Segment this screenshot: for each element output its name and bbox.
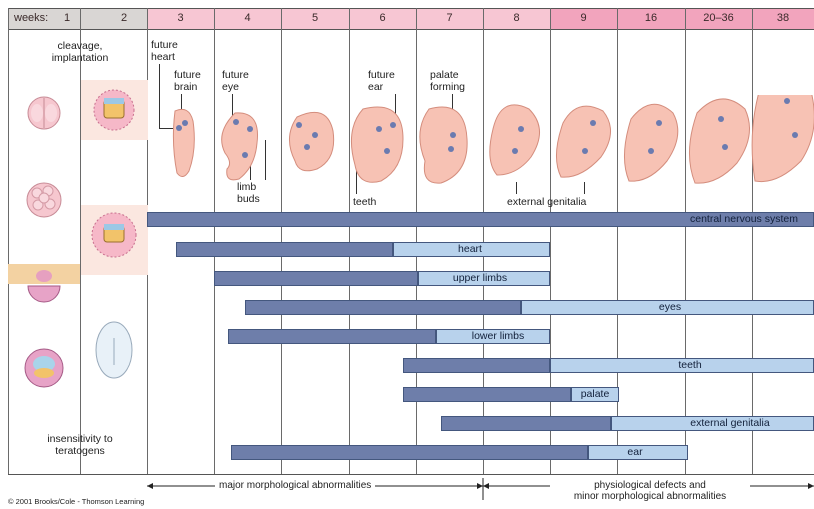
future-eye-label: future eye [222, 69, 249, 93]
minor-arrow-head-right [808, 483, 814, 489]
bar-label-ear: ear [610, 445, 660, 460]
minor-arrow-head-left [483, 483, 489, 489]
bar-label-upper-limbs: upper limbs [440, 271, 520, 286]
bar-label-heart: heart [440, 242, 500, 257]
fetus-week-38-icon [752, 95, 814, 182]
bar-teeth-sensitive [403, 358, 550, 373]
header-cell-week-3: 3 [147, 8, 214, 29]
header-cell-week-8: 8 [483, 8, 550, 29]
header-cell-weeks-1-2: weeks: 1 2 [8, 8, 147, 29]
grid-line [416, 8, 417, 474]
insensitivity-to-teratogens-label: insensitivity to teratogens [10, 433, 150, 457]
bar-eyes-sensitive [245, 300, 521, 315]
future-heart-label: future heart [151, 39, 178, 63]
grid-line [685, 8, 686, 474]
cleavage-implantation-label: cleavage, implantation [20, 40, 140, 64]
grid-line [550, 8, 551, 474]
blastocyst-icon [8, 264, 80, 302]
bar-palate-sensitive [403, 387, 571, 402]
two-cell-stage-icon [28, 97, 60, 129]
bar-label-lower-limbs: lower limbs [458, 329, 538, 344]
chart-bottom-border [8, 474, 814, 475]
header-cell-week-16: 16 [617, 8, 685, 29]
implanting-blastocyst-icon [25, 349, 63, 387]
early-embryo-illustrations [8, 80, 148, 430]
major-arrow-head-right [477, 483, 483, 489]
minor-abnormalities-label: physiological defects and minor morpholo… [550, 480, 750, 502]
grid-line [617, 8, 618, 474]
bar-heart-sensitive [176, 242, 393, 257]
top-border [8, 8, 814, 9]
week-1-label: 1 [64, 8, 70, 29]
embryo-week-6-icon [351, 107, 403, 182]
future-brain-label: future brain [174, 69, 201, 93]
embryonic-disc-icon [96, 322, 132, 378]
embryo-week-8-icon [490, 105, 540, 175]
grid-line [483, 8, 484, 474]
embryo-illustrations [147, 95, 814, 205]
bar-label-palate: palate [571, 387, 619, 402]
major-arrow-head-left [147, 483, 153, 489]
header-bottom-border [8, 29, 814, 30]
header-cell-week-4: 4 [214, 8, 281, 29]
header-cell-week-20-36: 20–36 [685, 8, 752, 29]
bar-label-teeth: teeth [660, 358, 720, 373]
grid-line [281, 8, 282, 474]
embryo-week-7-icon [420, 107, 467, 183]
grid-line [349, 8, 350, 474]
bar-lower-limbs-sensitive [228, 329, 436, 344]
implantation-site-icon [81, 80, 148, 140]
palate-forming-label: palate forming [430, 69, 465, 93]
bar-ear-sensitive [231, 445, 588, 460]
embryo-week-5-icon [289, 112, 333, 170]
embryo-week-9-icon [556, 106, 610, 177]
bar-external-genitalia-sensitive [441, 416, 611, 431]
fetus-week-16-icon [624, 104, 677, 181]
header-cell-week-38: 38 [752, 8, 814, 29]
embryo-week-4-icon [222, 113, 258, 180]
header-cell-week-5: 5 [281, 8, 349, 29]
grid-line [214, 8, 215, 474]
bar-label-eyes: eyes [640, 300, 700, 315]
future-ear-label: future ear [368, 69, 395, 93]
embryo-week-3-icon [173, 109, 194, 176]
header-cell-week-7: 7 [416, 8, 483, 29]
grid-line [752, 8, 753, 474]
bar-upper-limbs-sensitive [214, 271, 418, 286]
implanted-embryo-icon [81, 205, 148, 275]
fetus-week-20-36-icon [689, 99, 749, 183]
major-abnormalities-label: major morphological abnormalities [215, 480, 375, 491]
bar-label-external-genitalia: external genitalia [660, 416, 800, 431]
weeks-label: weeks: [14, 8, 48, 29]
week-2-label: 2 [104, 8, 144, 29]
header-cell-week-6: 6 [349, 8, 416, 29]
morula-icon [27, 183, 61, 217]
header-cell-week-9: 9 [550, 8, 617, 29]
copyright-notice: © 2001 Brooks/Cole - Thomson Learning [8, 497, 144, 506]
bar-label-central-nervous-system: central nervous system [690, 212, 798, 227]
